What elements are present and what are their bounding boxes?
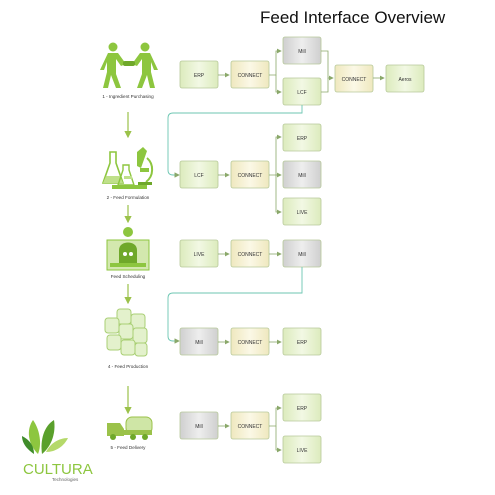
node-label: LCF	[194, 173, 203, 179]
step-1-label: 1 - Ingredient Purchasing	[102, 94, 154, 99]
step-5-label: 5 - Feed Delivery	[111, 445, 147, 450]
node-label: ERP	[297, 340, 308, 346]
node-connect	[230, 160, 270, 189]
cross-row-connector	[167, 267, 303, 344]
node-label: LIVE	[297, 448, 309, 454]
node-label: CONNECT	[238, 252, 263, 258]
node-erp	[282, 123, 322, 152]
node-aeros	[385, 64, 425, 93]
node-label: Mill	[298, 173, 306, 179]
node-connect	[230, 60, 270, 89]
node-mill	[282, 36, 322, 65]
flow-row-5: Mill CONNECT ERP LIVE	[179, 393, 322, 464]
flow-row-4: Mill CONNECT ERP	[179, 327, 322, 356]
node-erp	[282, 393, 322, 422]
delivery-truck-icon	[107, 416, 153, 440]
node-mill	[179, 327, 219, 356]
page-title: Feed Interface Overview	[260, 8, 446, 27]
node-mill	[282, 160, 322, 189]
feed-bags-icon	[104, 308, 148, 357]
node-live	[282, 197, 322, 226]
step-3-label: Feed Scheduling	[111, 274, 146, 279]
step-2-label: 2 - Feed Formulation	[107, 195, 150, 200]
node-label: CONNECT	[342, 77, 367, 83]
node-label: CONNECT	[238, 340, 263, 346]
cultura-logo: CULTURA Technologies	[22, 420, 93, 482]
node-erp	[282, 327, 322, 356]
node-lcf	[179, 160, 219, 189]
logo-name: CULTURA	[23, 461, 93, 478]
node-label: Aeros	[398, 77, 412, 83]
flow-row-2: LCF CONNECT ERP Mill LIVE	[179, 123, 322, 226]
node-label: Mill	[195, 340, 203, 346]
node-live	[282, 435, 322, 464]
step-4-label: 4 - Feed Production	[108, 364, 149, 369]
node-label: CONNECT	[238, 73, 263, 79]
scheduling-person-icon	[106, 227, 150, 271]
node-label: LIVE	[194, 252, 206, 258]
node-label: Mill	[298, 49, 306, 55]
node-label: CONNECT	[238, 424, 263, 430]
node-connect	[230, 411, 270, 440]
flow-row-1: ERP CONNECT Mill LCF CONNECT Aeros	[179, 36, 425, 106]
node-label: ERP	[297, 136, 308, 142]
node-label: ERP	[297, 406, 308, 412]
node-label: Mill	[195, 424, 203, 430]
node-label: LCF	[297, 90, 306, 96]
node-connect	[230, 327, 270, 356]
handshake-icon	[100, 42, 158, 88]
node-mill	[179, 411, 219, 440]
node-label: Mill	[298, 252, 306, 258]
node-label: ERP	[194, 73, 205, 79]
cross-row-connector	[167, 105, 303, 178]
node-connect	[230, 239, 270, 268]
node-connect	[334, 64, 374, 93]
node-label: CONNECT	[238, 173, 263, 179]
flow-row-3: LIVE CONNECT Mill	[179, 239, 322, 268]
node-label: LIVE	[297, 210, 309, 216]
logo-tagline: Technologies	[52, 477, 79, 482]
node-live	[179, 239, 219, 268]
lab-equipment-icon	[101, 147, 154, 189]
node-erp	[179, 60, 219, 89]
